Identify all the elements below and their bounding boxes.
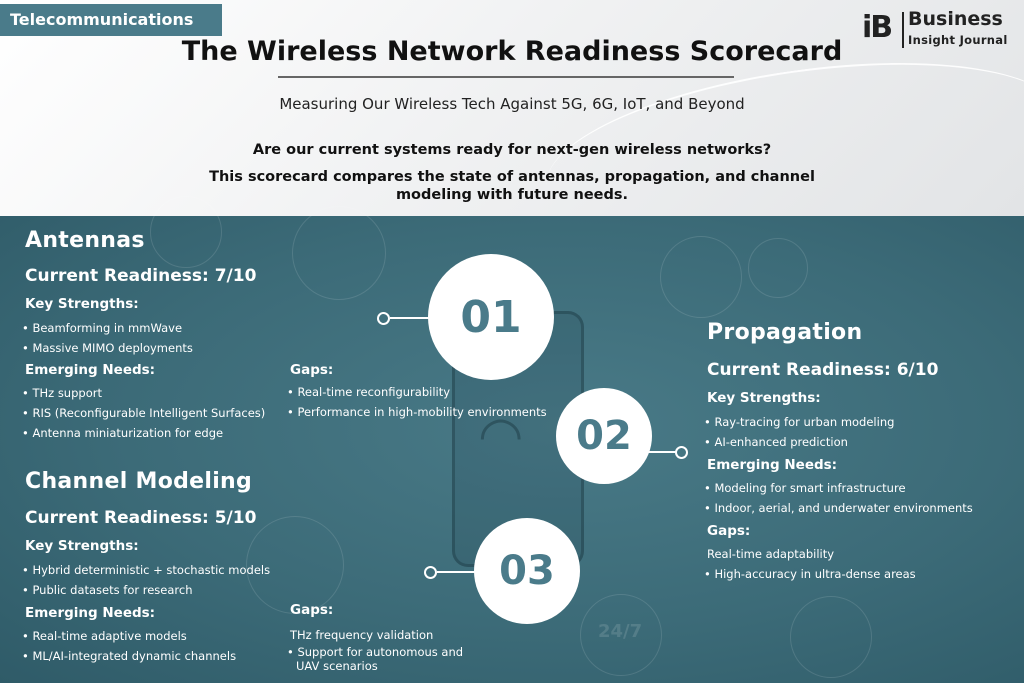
propagation-strengths-label: Key Strengths: [707, 390, 821, 406]
propagation-strengths-list: Ray-tracing for urban modeling AI-enhanc… [704, 412, 894, 452]
page-subtitle: Measuring Our Wireless Tech Against 5G, … [279, 95, 745, 113]
list-item: Ray-tracing for urban modeling [704, 412, 894, 432]
connector-line-03 [437, 571, 481, 573]
list-item: THz support [22, 383, 265, 403]
antennas-strengths-label: Key Strengths: [25, 296, 139, 312]
propagation-gap-plain: Real-time adaptability [707, 547, 835, 561]
channel-strengths-list: Hybrid deterministic + stochastic models… [22, 560, 270, 600]
antennas-needs-label: Emerging Needs: [25, 362, 156, 378]
channel-gaps-label: Gaps: [290, 602, 334, 618]
mail-bubble-icon [748, 238, 808, 298]
channel-needs-label: Emerging Needs: [25, 605, 156, 621]
connector-dot-01 [377, 312, 390, 325]
brand-logo: iB Business Insight Journal [862, 8, 1022, 50]
list-item: Massive MIMO deployments [22, 338, 192, 358]
section-number-03: 03 [474, 518, 580, 624]
user-bubble-icon [292, 206, 386, 300]
list-item: Performance in high-mobility environment… [287, 402, 546, 422]
antennas-strengths-list: Beamforming in mmWave Massive MIMO deplo… [22, 318, 193, 358]
scorecard-body: ◠ 24/7 Antennas Current Readiness: 7/10 … [0, 196, 1024, 683]
mouse-bubble-icon [660, 236, 742, 318]
propagation-needs-list: Modeling for smart infrastructure Indoor… [704, 478, 973, 518]
list-item: Modeling for smart infrastructure [704, 478, 973, 498]
section-number-01: 01 [428, 254, 554, 380]
section-number-02: 02 [556, 388, 652, 484]
clock-bubble-icon [580, 594, 662, 676]
list-item: Public datasets for research [22, 580, 270, 600]
chart-bubble-icon [790, 596, 872, 678]
antennas-gaps-label: Gaps: [290, 362, 334, 378]
gap-line: Support for autonomous and [297, 645, 464, 659]
channel-strengths-label: Key Strengths: [25, 538, 139, 554]
propagation-needs-label: Emerging Needs: [707, 457, 838, 473]
propagation-title: Propagation [707, 320, 863, 345]
list-item: Hybrid deterministic + stochastic models [22, 560, 270, 580]
connector-line-02 [648, 451, 676, 453]
connector-dot-02 [675, 446, 688, 459]
camera-bubble-icon [150, 196, 222, 268]
channel-readiness: Current Readiness: 5/10 [25, 508, 257, 528]
list-item: Real-time reconfigurability [287, 382, 547, 402]
list-item: Beamforming in mmWave [22, 318, 193, 338]
list-item: Indoor, aerial, and underwater environme… [704, 498, 972, 518]
category-tag: Telecommunications [0, 4, 222, 36]
connector-line-01 [390, 317, 436, 319]
logo-divider [902, 12, 904, 48]
antennas-title: Antennas [25, 228, 145, 253]
channel-title: Channel Modeling [25, 469, 253, 494]
title-underline [278, 76, 734, 78]
list-item: Real-time adaptive models [22, 626, 236, 646]
connector-dot-03 [424, 566, 437, 579]
logo-subname: Insight Journal [908, 33, 1008, 47]
logo-mark: iB [862, 10, 893, 45]
channel-gap-plain: THz frequency validation [290, 628, 434, 642]
antennas-needs-list: THz support RIS (Reconfigurable Intellig… [22, 383, 265, 443]
logo-name: Business [908, 8, 1003, 30]
propagation-readiness: Current Readiness: 6/10 [707, 360, 939, 380]
page-title: The Wireless Network Readiness Scorecard [181, 36, 843, 67]
header-area: Telecommunications iB Business Insight J… [0, 0, 1024, 268]
list-item: High-accuracy in ultra-dense areas [704, 564, 915, 584]
list-item: AI-enhanced prediction [704, 432, 894, 452]
intro-question: Are our current systems ready for next-g… [252, 142, 772, 158]
badge-24-7: 24/7 [598, 621, 643, 642]
list-item: RIS (Reconfigurable Intelligent Surfaces… [22, 403, 265, 423]
list-item: Antenna miniaturization for edge [22, 423, 265, 443]
intro-description: This scorecard compares the state of ant… [209, 169, 815, 203]
antennas-readiness: Current Readiness: 7/10 [25, 266, 257, 286]
channel-needs-list: Real-time adaptive models ML/AI-integrat… [22, 626, 236, 666]
gap-line: UAV scenarios [296, 659, 378, 673]
list-item: ML/AI-integrated dynamic channels [22, 646, 236, 666]
propagation-gaps-list: High-accuracy in ultra-dense areas [704, 564, 915, 584]
propagation-gaps-label: Gaps: [707, 523, 751, 539]
antennas-gaps-list: Real-time reconfigurability Performance … [287, 382, 547, 422]
